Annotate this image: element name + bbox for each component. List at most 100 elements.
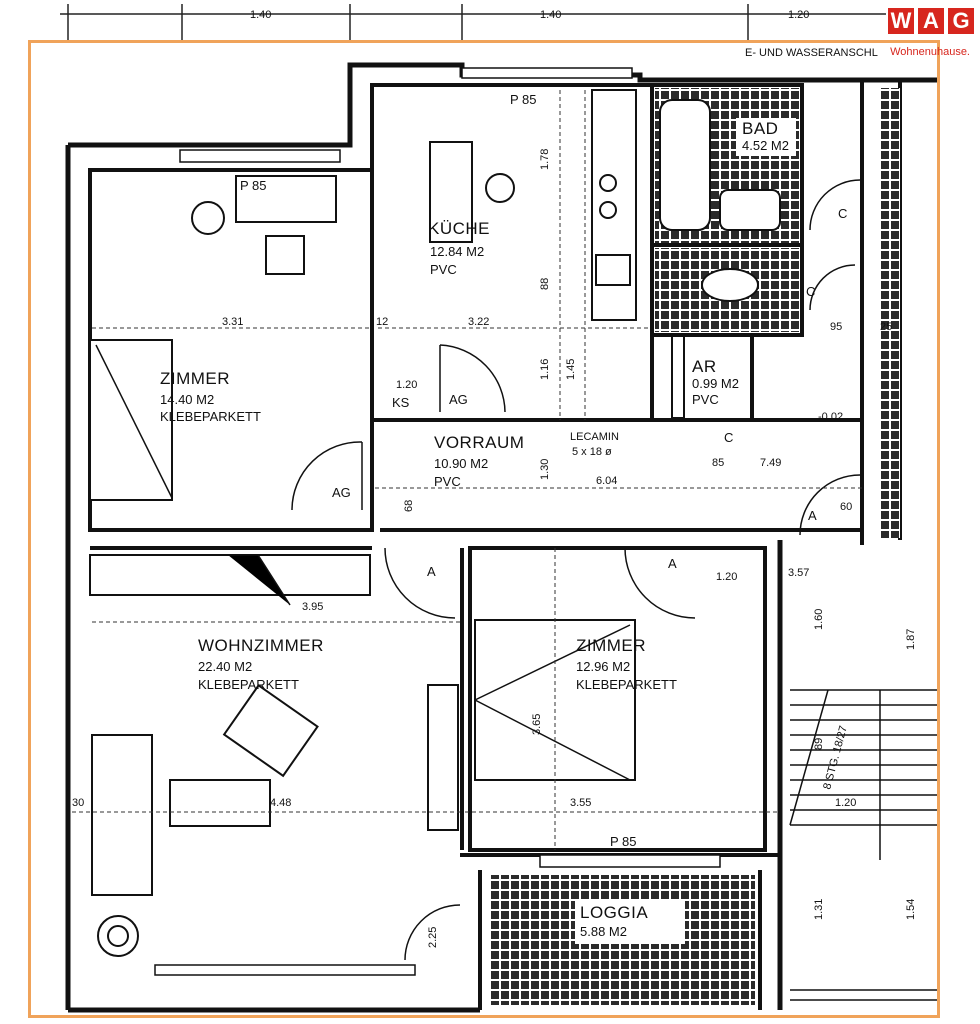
ar-area: 0.99 M2 xyxy=(692,376,739,391)
dim-395: 3.95 xyxy=(302,601,323,613)
dim-322: 3.22 xyxy=(468,316,489,328)
vorraum-name: VORRAUM xyxy=(434,433,524,452)
bad-area: 4.52 M2 xyxy=(742,138,789,153)
dim-88: 88 xyxy=(539,278,551,290)
bad-name: BAD xyxy=(742,119,778,138)
level-label: -0.02 xyxy=(818,411,843,423)
logo-letter-w: W xyxy=(886,6,916,36)
dim-116: 1.16 xyxy=(539,359,551,380)
dim-60: 60 xyxy=(840,501,852,513)
zimmer2-name: ZIMMER xyxy=(576,636,646,655)
logo-letter-g: G xyxy=(946,6,976,36)
dim-331: 3.31 xyxy=(222,316,243,328)
logo-letter-a: A xyxy=(916,6,946,36)
vorraum-floor: PVC xyxy=(434,474,461,489)
top-dim-2: 1.40 xyxy=(540,9,561,21)
logo-tagline-end: uhause. xyxy=(930,46,970,58)
sink-icon xyxy=(719,189,781,231)
c-label-3: C xyxy=(724,430,733,445)
kueche-floor: PVC xyxy=(430,262,457,277)
loggia-name: LOGGIA xyxy=(580,903,648,922)
table-icon xyxy=(265,235,305,275)
ag-label-1: AG xyxy=(449,392,468,407)
dim-225: 2.25 xyxy=(427,927,439,948)
staircase xyxy=(789,689,940,1001)
dim-145: 1.45 xyxy=(565,359,577,380)
dim-160: 1.60 xyxy=(813,609,825,630)
c-label-2: C xyxy=(806,284,815,299)
armchair-icon xyxy=(222,683,319,778)
dim-30: 30 xyxy=(72,797,84,809)
wohnzimmer-name: WOHNZIMMER xyxy=(198,636,324,655)
dim-749: 7.49 xyxy=(760,457,781,469)
top-dim-3: 1.20 xyxy=(788,9,809,21)
ar-floor: PVC xyxy=(692,392,719,407)
sofa-icon xyxy=(91,734,153,896)
dim-85: 85 xyxy=(712,457,724,469)
dim-68: 68 xyxy=(403,500,415,512)
dim-178: 1.78 xyxy=(539,149,551,170)
dim-604: 6.04 xyxy=(596,475,617,487)
loggia-label-bg xyxy=(575,900,685,944)
dim-154: 1.54 xyxy=(905,899,917,920)
zimmer1-floor: KLEBEPARKETT xyxy=(160,409,261,424)
lecamin-label: LECAMIN xyxy=(570,431,619,443)
toilet-icon xyxy=(701,268,759,302)
wohnzimmer-area: 22.40 M2 xyxy=(198,659,252,674)
dim-187: 1.87 xyxy=(905,629,917,650)
dim-120: 1.20 xyxy=(396,379,417,391)
a-label-3: A xyxy=(808,508,817,523)
lecamin-size: 5 x 18 ø xyxy=(572,446,612,458)
windows xyxy=(154,67,721,976)
p85-label-2: P 85 xyxy=(510,92,537,107)
ag-label-2: AG xyxy=(332,485,351,500)
kitchen-sink-icon xyxy=(595,254,631,286)
top-dimension-line xyxy=(60,4,940,40)
kitchen-lamp-icon xyxy=(485,173,515,203)
ks-label: KS xyxy=(392,395,410,410)
logo-tagline-start: Wohnen xyxy=(890,46,931,58)
bathtub-icon xyxy=(659,99,711,231)
dim-95: 95 xyxy=(830,321,842,333)
dim-355: 3.55 xyxy=(570,797,591,809)
wohnzimmer-floor: KLEBEPARKETT xyxy=(198,677,299,692)
kueche-area: 12.84 M2 xyxy=(430,244,484,259)
neighbour-tiles xyxy=(880,88,900,538)
zimmer2-area: 12.96 M2 xyxy=(576,659,630,674)
dim-357: 3.57 xyxy=(788,567,809,579)
zimmer1-name: ZIMMER xyxy=(160,369,230,388)
dim-89: 89 xyxy=(813,738,825,750)
dim-130: 1.30 xyxy=(539,459,551,480)
ar-name: AR xyxy=(692,357,717,376)
p85-label-3: P 85 xyxy=(610,834,637,849)
dim-12: 12 xyxy=(376,316,388,328)
kueche-name: KÜCHE xyxy=(428,219,490,238)
logo-tagline: Wohnenuhause. xyxy=(890,46,970,58)
a-label-2: A xyxy=(668,556,677,571)
diagonal-markers xyxy=(95,344,631,781)
door-swings xyxy=(291,179,861,961)
dim-448: 4.48 xyxy=(270,797,291,809)
lamp-icon xyxy=(191,201,225,235)
wardrobe xyxy=(427,684,459,831)
dim-120c: 1.20 xyxy=(835,797,856,809)
top-note: E- UND WASSERANSCHL xyxy=(745,47,878,59)
zimmer2-floor: KLEBEPARKETT xyxy=(576,677,677,692)
top-dim-1: 1.40 xyxy=(250,9,271,21)
p85-label-1: P 85 xyxy=(240,178,267,193)
vorraum-area: 10.90 M2 xyxy=(434,456,488,471)
dim-120b: 1.20 xyxy=(716,571,737,583)
dimension-lines xyxy=(72,90,862,850)
c-label-1: C xyxy=(838,206,847,221)
loggia-area: 5.88 M2 xyxy=(580,924,627,939)
dim-131: 1.31 xyxy=(813,899,825,920)
coffee-table-icon xyxy=(169,779,271,827)
zimmer1-area: 14.40 M2 xyxy=(160,392,214,407)
stove-burner-icon xyxy=(599,174,617,192)
a-label-1: A xyxy=(427,564,436,579)
bad-label-bg xyxy=(736,118,796,156)
dim-365: 3.65 xyxy=(531,714,543,735)
wag-logo: W A G xyxy=(886,6,976,36)
dim-25: 25 xyxy=(880,321,892,333)
